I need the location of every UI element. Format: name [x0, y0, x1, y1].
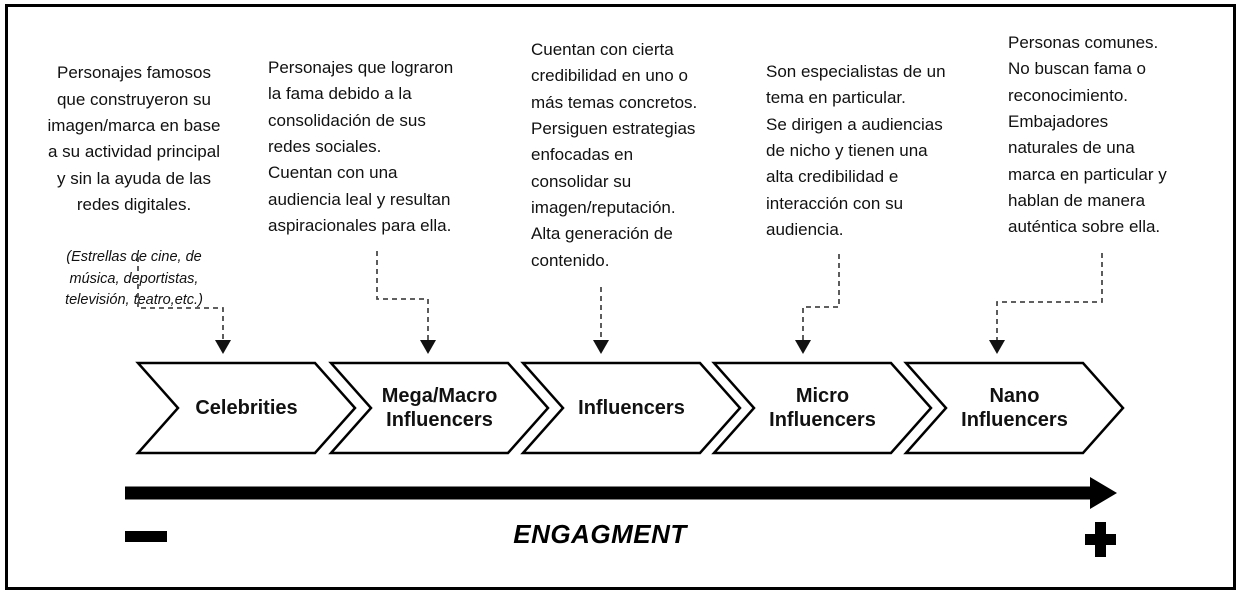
chevron-influencers [520, 361, 742, 455]
chevron-mega-macro-influencers [328, 361, 550, 455]
stage-label-micro-influencers: Micro Influencers [769, 384, 876, 431]
chevron-celebrities [135, 361, 357, 455]
stage-label-celebrities: Celebrities [195, 396, 298, 419]
engagement-axis-label: ENGAGMENT [513, 519, 687, 549]
annotation-celebrities: Personajes famosos que construyeron su i… [28, 34, 240, 338]
chevron-nano-influencers [903, 361, 1125, 455]
annotation-text: Personajes famosos que construyeron su i… [47, 63, 221, 215]
annotation-note: (Estrellas de cine, de música, deportist… [65, 248, 203, 309]
diagram-border [5, 4, 1236, 590]
annotation-mega-macro-influencers: Personajes que lograron la fama debido a… [268, 58, 454, 236]
annotation-micro-influencers: Son especialistas de un tema en particul… [766, 62, 946, 240]
stage-label-influencers: Influencers [578, 396, 685, 419]
chevron-micro-influencers [711, 361, 933, 455]
stage-chevrons [135, 361, 1125, 455]
annotation-nano-influencers: Personas comunes. No buscan fama o recon… [1008, 33, 1167, 237]
stage-label-nano-influencers: Nano Influencers [961, 384, 1068, 431]
annotation-influencers: Cuentan con cierta credibilidad en uno o… [531, 40, 698, 270]
stage-label-mega-macro-influencers: Mega/Macro Influencers [381, 384, 498, 431]
